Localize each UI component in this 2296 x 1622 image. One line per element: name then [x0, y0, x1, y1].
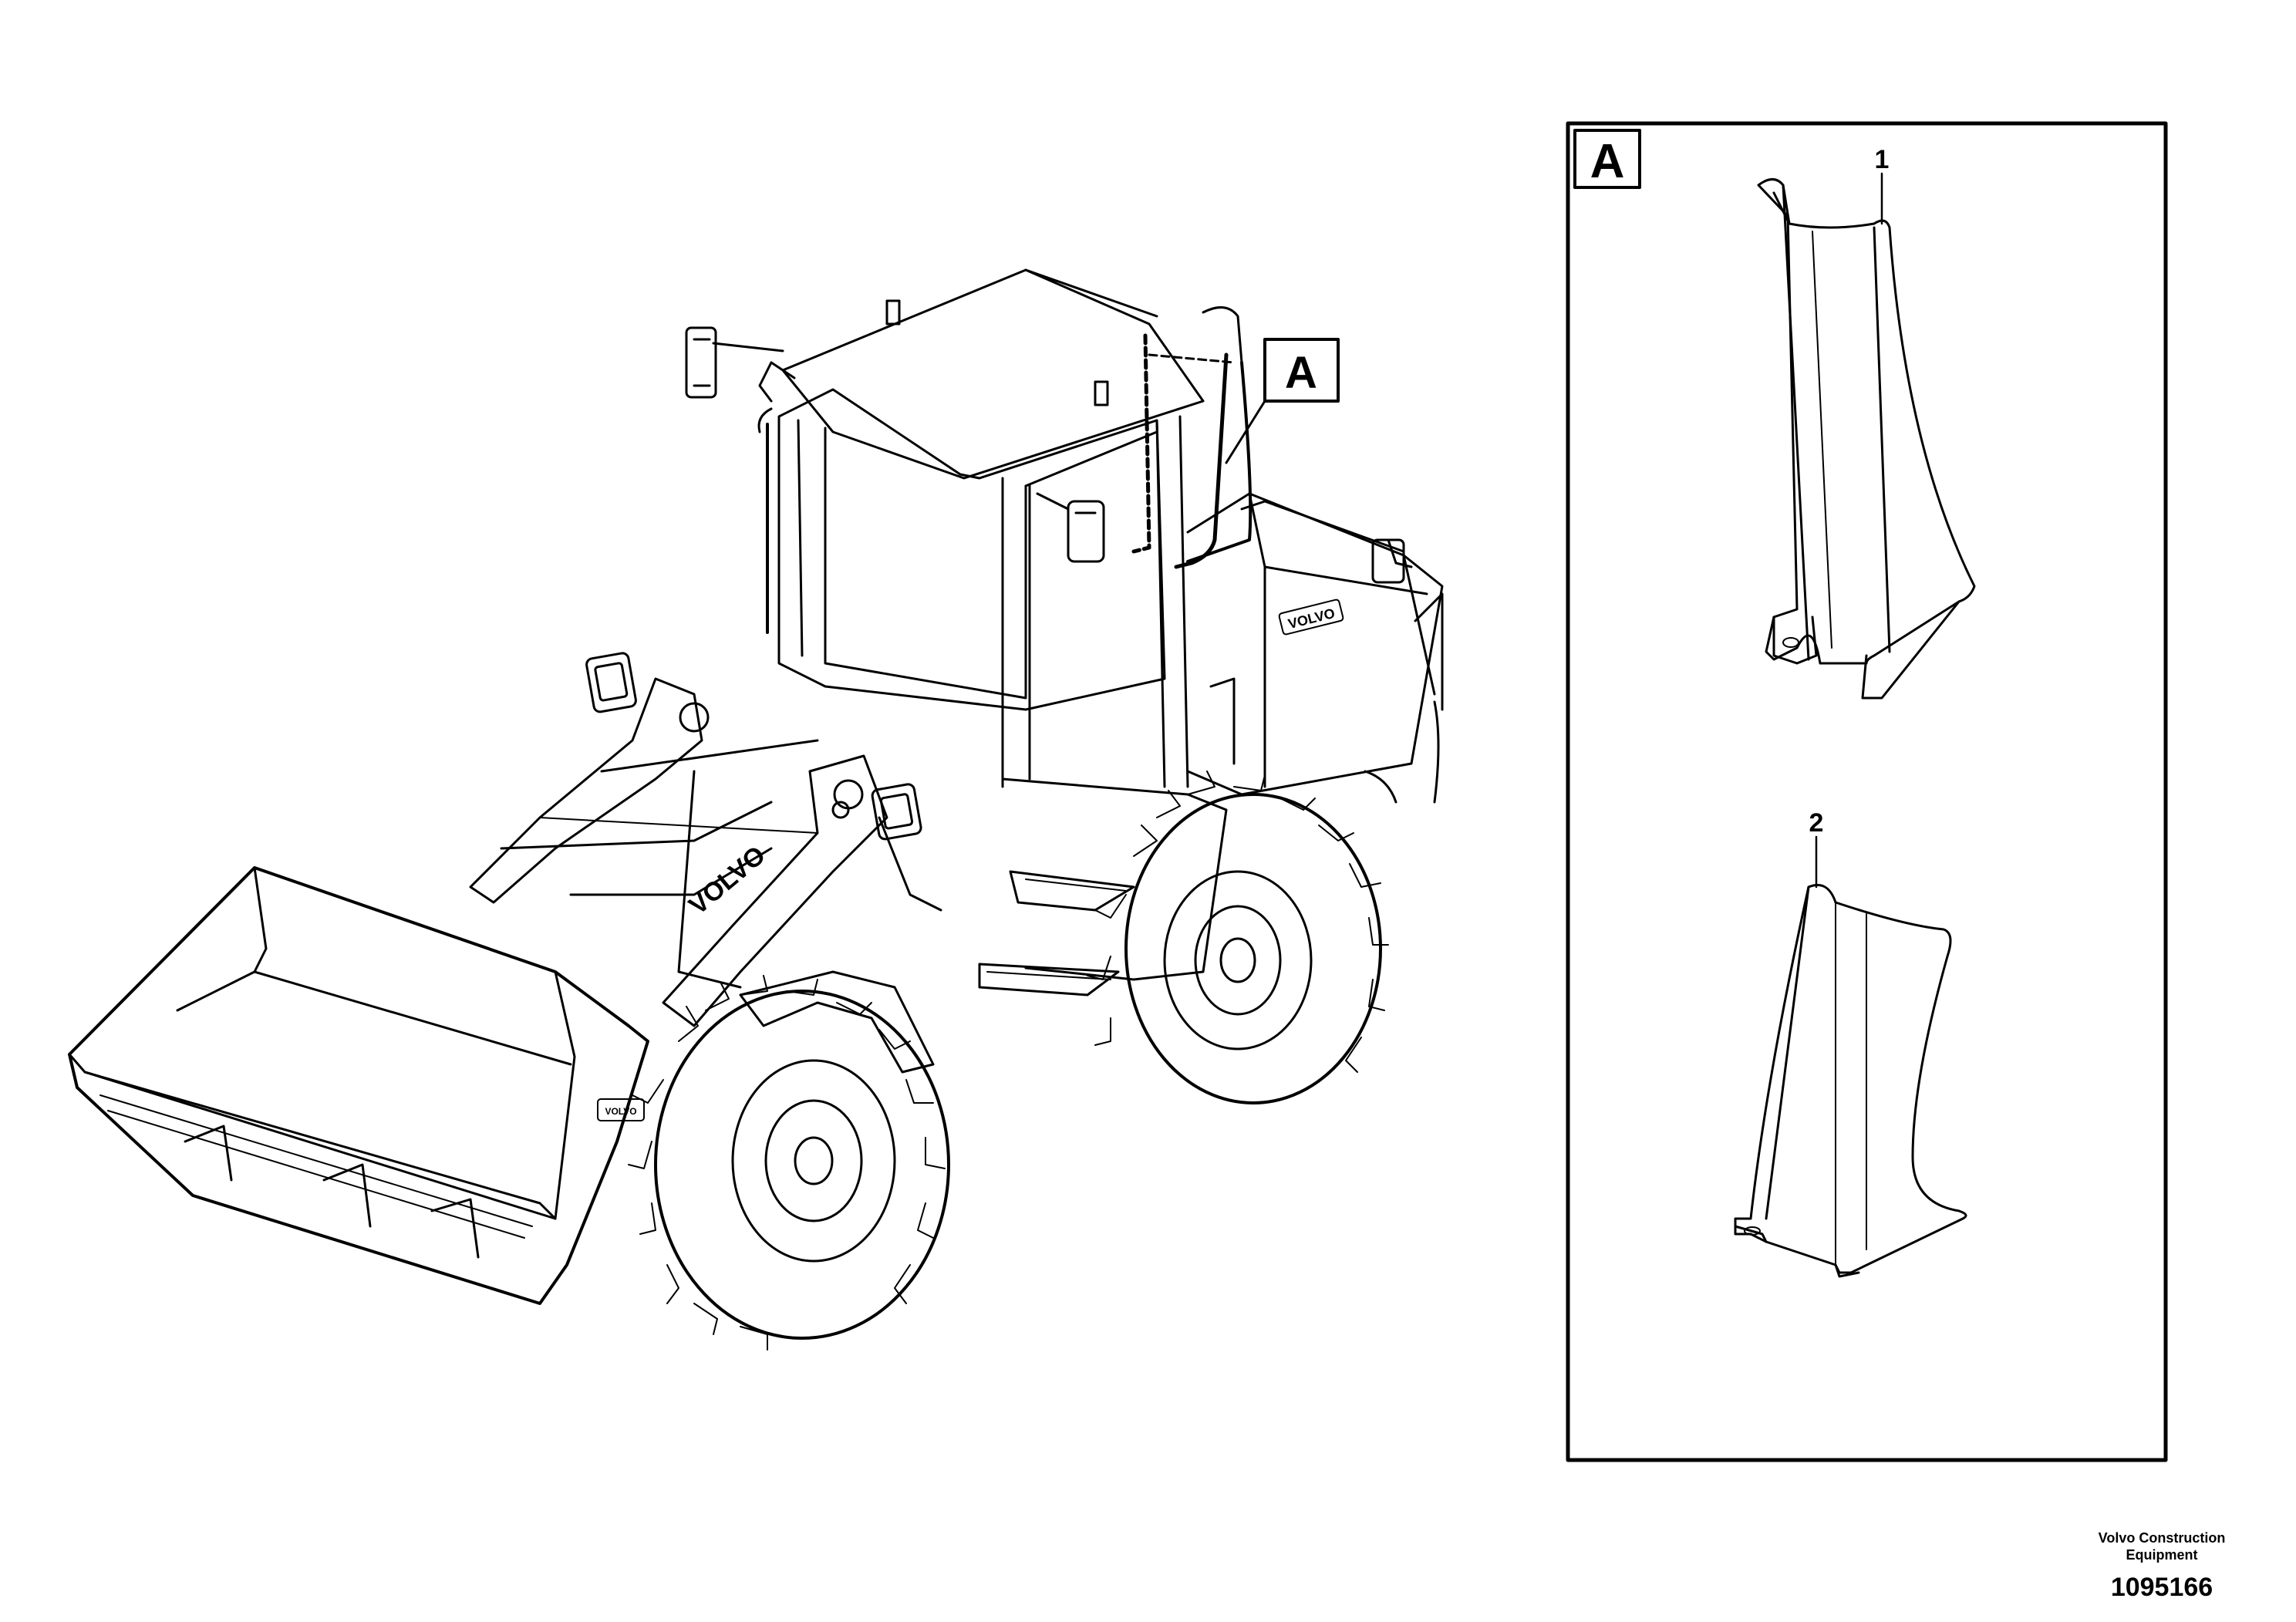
part-2-interior-cover: 2 [1734, 808, 1967, 1278]
rear-wheel [1087, 771, 1389, 1104]
footer-company: Volvo Construction Equipment [2098, 1530, 2226, 1563]
callout-a-label: A [1285, 348, 1317, 398]
left-mirror [685, 326, 784, 399]
engine-hood: VOLVO [1186, 492, 1444, 804]
front-frame [978, 777, 1228, 996]
part-1-number: 1 [1875, 145, 1890, 174]
front-wheel [628, 975, 950, 1351]
cab-body [757, 388, 1189, 788]
wheel-loader-illustration: A VOLVO [68, 268, 1444, 1351]
detail-letter-box [1573, 129, 1641, 189]
bucket: VOLVO [68, 866, 649, 1305]
loader-arms: VOLVO [469, 677, 942, 1027]
part-2-number: 2 [1809, 808, 1824, 838]
part-1-interior-cover: 1 [1757, 145, 1976, 700]
callout-a: A [1225, 338, 1340, 464]
right-mirror [1036, 492, 1105, 563]
work-lights [585, 538, 1405, 841]
detail-frame [1566, 121, 2168, 1462]
bucket-brand-marking: VOLVO [605, 1106, 636, 1117]
detail-view-a: A 1 2 [1566, 121, 2168, 1462]
front-fender [739, 970, 935, 1074]
drawing-number: 1095166 [2110, 1573, 2213, 1602]
cab-roof [758, 268, 1205, 480]
bucket-nameplate: VOLVO [597, 1098, 645, 1121]
detail-letter: A [1590, 135, 1625, 188]
arm-brand-marking: VOLVO [683, 841, 771, 921]
interior-cover-location [1131, 306, 1253, 569]
